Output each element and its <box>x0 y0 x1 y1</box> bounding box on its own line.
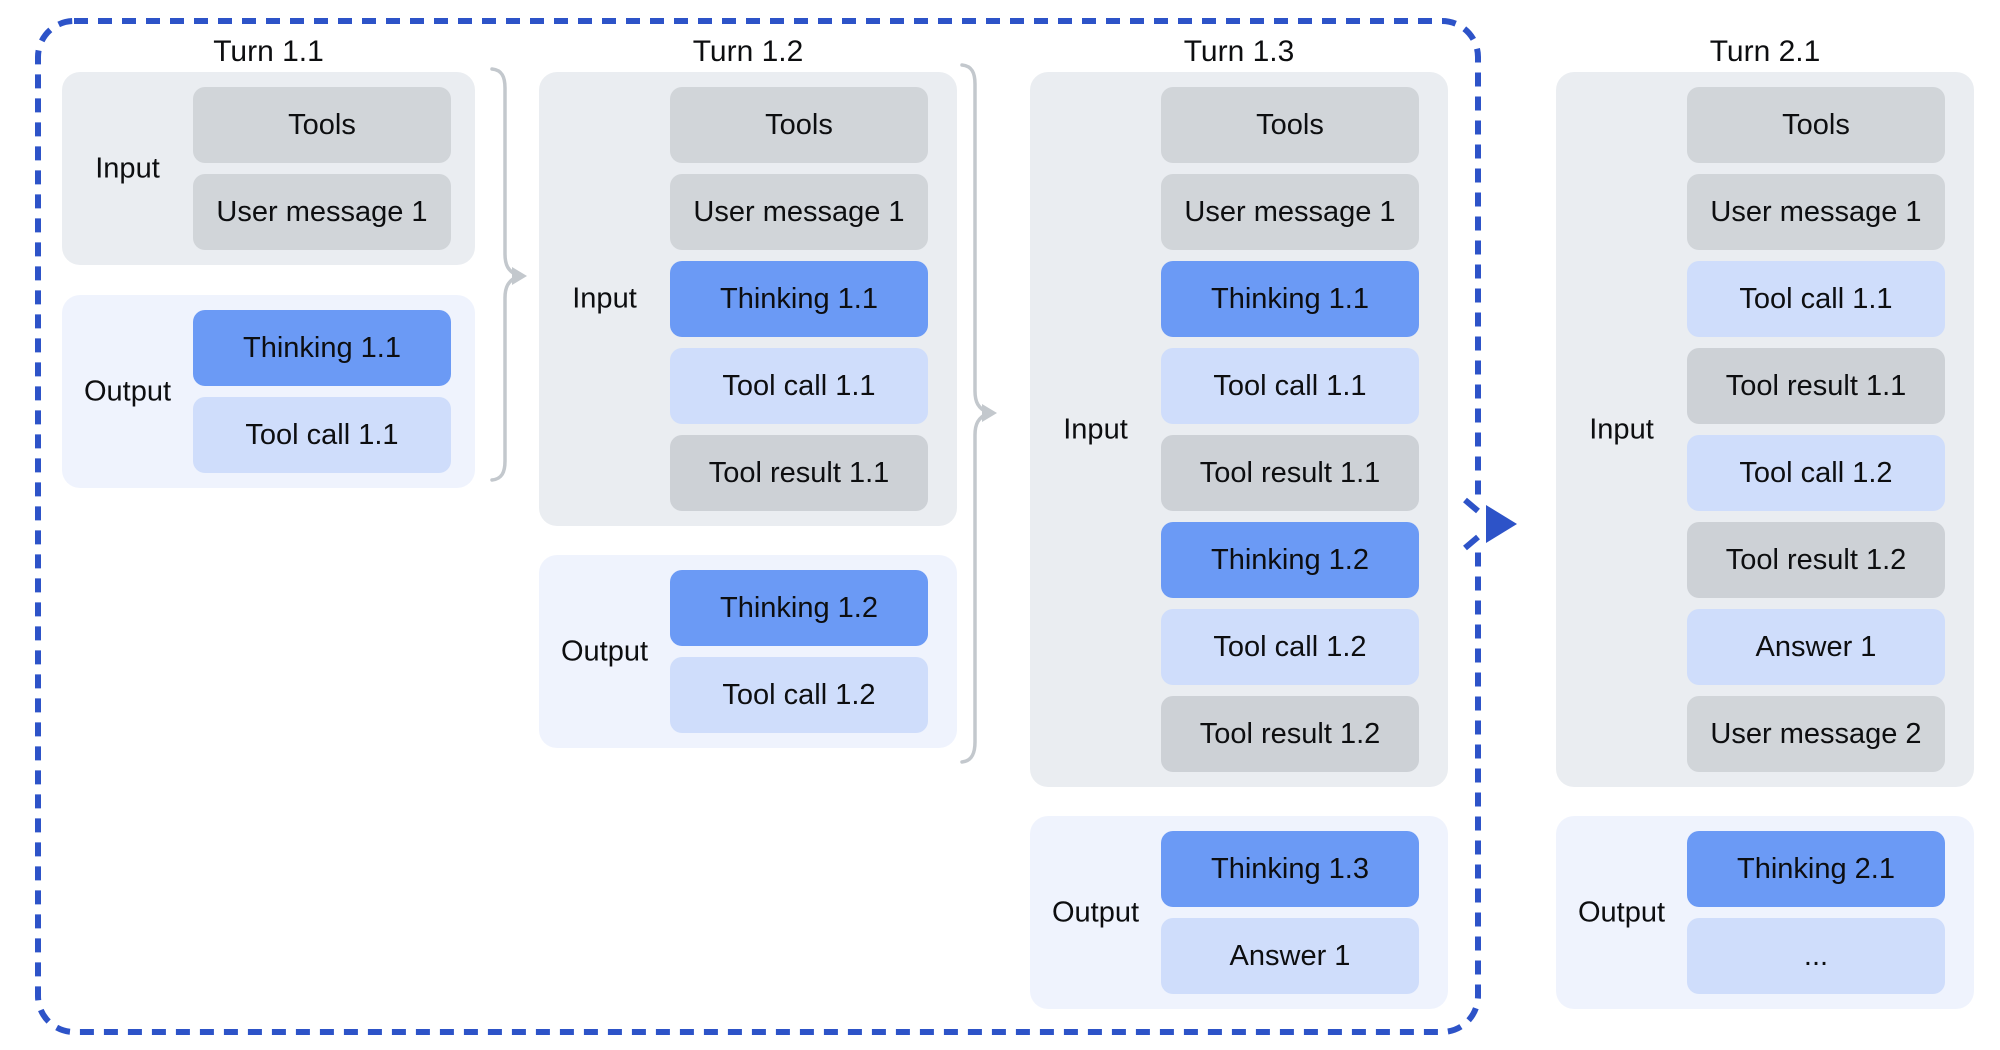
turn-title: Turn 2.1 <box>1709 35 1821 68</box>
turn-title: Turn 1.1 <box>213 35 324 68</box>
message-pill-tool-call: Tool call 1.1 <box>193 397 451 473</box>
carryover-arrow-icon <box>1486 505 1517 543</box>
message-pill-thinking: Thinking 1.1 <box>193 310 451 386</box>
message-pill-thinking: Thinking 1.1 <box>670 261 928 337</box>
bracket-1-arrowhead-icon <box>512 267 527 285</box>
message-pill-user: User message 1 <box>1161 174 1419 250</box>
message-pill-user: User message 1 <box>193 174 451 250</box>
message-pill-tools: Tools <box>670 87 928 163</box>
message-pill-thinking: Thinking 1.2 <box>1161 522 1419 598</box>
input-label: Input <box>95 152 160 184</box>
input-label: Input <box>1589 413 1654 445</box>
message-pill-tool-call: Tool call 1.2 <box>1687 435 1945 511</box>
message-pill-thinking: Thinking 1.1 <box>1161 261 1419 337</box>
message-pill-tools: Tools <box>1161 87 1419 163</box>
bracket-2-arrowhead-icon <box>982 404 997 422</box>
context-boundary-dashed-border <box>35 18 1481 1035</box>
message-pill-tools: Tools <box>1687 87 1945 163</box>
message-pill-tool-result: Tool result 1.2 <box>1161 696 1419 772</box>
message-pill-answer: Answer 1 <box>1161 918 1419 994</box>
message-pill-tool-result: Tool result 1.1 <box>1687 348 1945 424</box>
turn-title: Turn 1.3 <box>1183 35 1295 68</box>
message-pill-thinking: Thinking 1.3 <box>1161 831 1419 907</box>
carryover-arrow-dash-upper <box>1463 497 1480 514</box>
message-pill-tool-result: Tool result 1.2 <box>1687 522 1945 598</box>
message-pill-tool-call: Tool call 1.2 <box>670 657 928 733</box>
turn-title: Turn 1.2 <box>692 35 804 68</box>
message-pill-user: User message 2 <box>1687 696 1945 772</box>
message-pill-tool-call: Tool call 1.1 <box>1161 348 1419 424</box>
input-label: Input <box>1063 413 1128 445</box>
input-label: Input <box>572 282 637 315</box>
output-label: Output <box>1051 896 1140 928</box>
message-pill-user: User message 1 <box>1687 174 1945 250</box>
message-pill-tools: Tools <box>193 87 451 163</box>
message-pill-tool-result: Tool result 1.1 <box>670 435 928 511</box>
output-label: Output <box>1577 896 1666 928</box>
message-pill-tool-call: Tool call 1.1 <box>1687 261 1945 337</box>
message-pill-tool-result: Tool result 1.1 <box>1161 435 1419 511</box>
output-pill-list: Thinking 2.1... <box>1687 831 1945 994</box>
message-pill-thinking: Thinking 2.1 <box>1687 831 1945 907</box>
message-pill-answer: Answer 1 <box>1687 609 1945 685</box>
message-pill-thinking: Thinking 1.2 <box>670 570 928 646</box>
output-card-turn-2-1: Output Thinking 2.1... <box>1556 816 1974 1009</box>
output-label: Output <box>560 635 649 667</box>
message-pill-ellipsis: ... <box>1687 918 1945 994</box>
message-pill-user: User message 1 <box>670 174 928 250</box>
carryover-arrow-dash-lower <box>1463 534 1480 551</box>
output-label: Output <box>83 375 172 407</box>
message-pill-tool-call: Tool call 1.2 <box>1161 609 1419 685</box>
message-pill-tool-call: Tool call 1.1 <box>670 348 928 424</box>
